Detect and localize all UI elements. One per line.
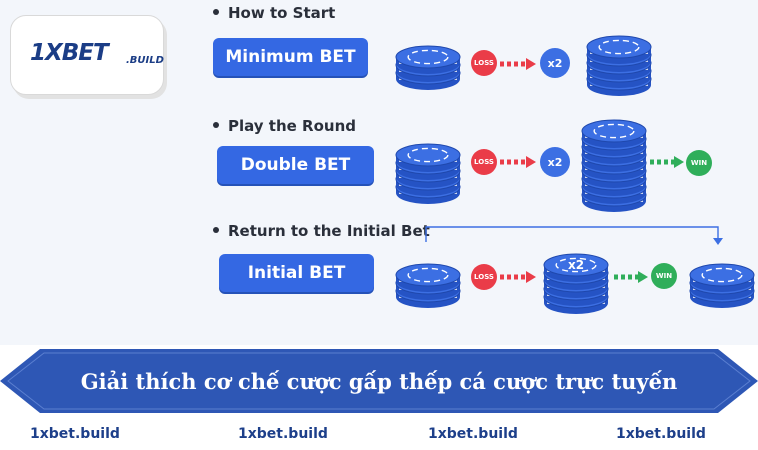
double-bet-button[interactable]: Double BET	[217, 146, 374, 184]
return-connector-arrow-icon	[425, 226, 723, 245]
section-title-text: Play the Round	[228, 117, 356, 135]
chip-stack-medium	[586, 35, 652, 96]
red-arrow-icon	[500, 156, 536, 168]
chip-stack-small	[395, 45, 461, 90]
chip-stack-small	[395, 263, 461, 308]
red-arrow-icon	[500, 58, 536, 70]
watermark-text: 1xbet.build	[238, 426, 328, 442]
multiplier-badge: x2	[540, 147, 570, 177]
watermark-text: 1xbet.build	[616, 426, 706, 442]
logo-wordmark: 1XBET	[30, 40, 109, 66]
banner-ribbon	[0, 349, 758, 413]
red-arrow-icon	[500, 271, 536, 283]
section-title-return-initial: Return to the Initial Bet	[213, 222, 430, 240]
logo-domain: .BUILD	[126, 55, 164, 66]
green-arrow-icon	[650, 156, 684, 168]
chip-stack-large	[581, 119, 647, 212]
chip-stack-medium-x2: x2	[543, 253, 609, 314]
loss-badge: LOSS	[471, 50, 497, 76]
green-arrow-icon	[614, 271, 648, 283]
section-title-play-the-round: Play the Round	[213, 117, 356, 135]
banner-title: Giải thích cơ chế cược gấp thếp cá cược …	[80, 368, 678, 394]
bullet-dot	[213, 8, 219, 15]
section-title-text: How to Start	[228, 4, 336, 22]
loss-badge: LOSS	[471, 149, 497, 175]
chip-stack-small	[689, 263, 755, 308]
win-badge: WIN	[651, 263, 677, 289]
multiplier-label: x2	[568, 258, 584, 272]
loss-badge: LOSS	[471, 264, 497, 290]
chip-stack-medium	[395, 143, 461, 204]
multiplier-badge: x2	[540, 48, 570, 78]
win-badge: WIN	[686, 150, 712, 176]
watermark-text: 1xbet.build	[30, 426, 120, 442]
logo-card[interactable]: 1XBET .BUILD	[10, 15, 164, 95]
minimum-bet-button[interactable]: Minimum BET	[213, 38, 368, 76]
initial-bet-button[interactable]: Initial BET	[219, 254, 374, 292]
bullet-dot	[213, 226, 219, 233]
bullet-dot	[213, 121, 219, 128]
watermark-text: 1xbet.build	[428, 426, 518, 442]
section-title-how-to-start: How to Start	[213, 4, 335, 22]
section-title-text: Return to the Initial Bet	[228, 222, 430, 240]
